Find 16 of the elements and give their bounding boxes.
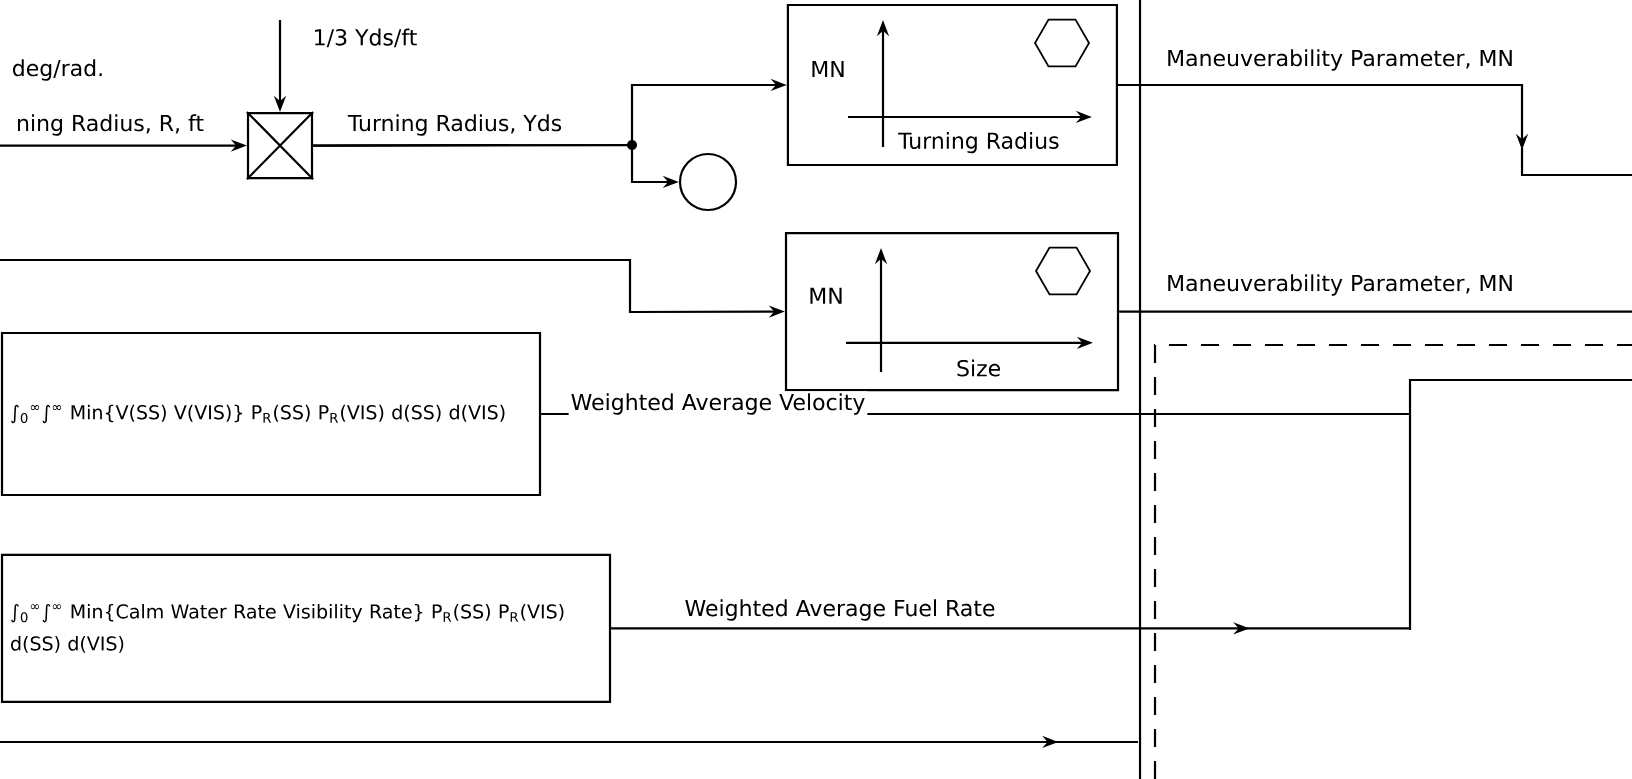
edge-label: Weighted Average Velocity xyxy=(571,393,865,415)
circle xyxy=(678,152,738,212)
note-text: deg/rad. xyxy=(13,59,102,81)
edge-label: Maneuverability Parameter, MN xyxy=(1168,274,1512,296)
edge-label: ning Radius, R, ft xyxy=(18,114,204,136)
edge-label: Weighted Average Fuel Rate xyxy=(685,599,995,621)
edge-label: Maneuverability Parameter, MN xyxy=(1168,49,1512,71)
edge-label: 1/3 Yds/ft xyxy=(315,28,417,48)
edge-label: Turning Radius, Yds xyxy=(347,114,562,136)
graph-box: MN Turning Radius xyxy=(786,3,1118,167)
block-outline xyxy=(1408,378,1632,630)
formula-box: ∫$_{0}$$^{∞}$∫$^{∞}$ Min{V(SS) V(VIS)} P$_{R}$(SS) P$_{R}$(VIS) d(SS) d(VIS) xyxy=(0,331,542,497)
formula-box: ∫$_{0}$$^{∞}$∫$^{∞}$ Min{Calm Water Rate Visibility Rate} P$_{R}$(SS) P$_{R}$(VIS) d(SS) d(VIS) xyxy=(0,553,612,703)
graph-box: MN Size xyxy=(784,232,1120,392)
multiplier-box xyxy=(245,110,315,181)
dashed-region xyxy=(1153,343,1632,779)
